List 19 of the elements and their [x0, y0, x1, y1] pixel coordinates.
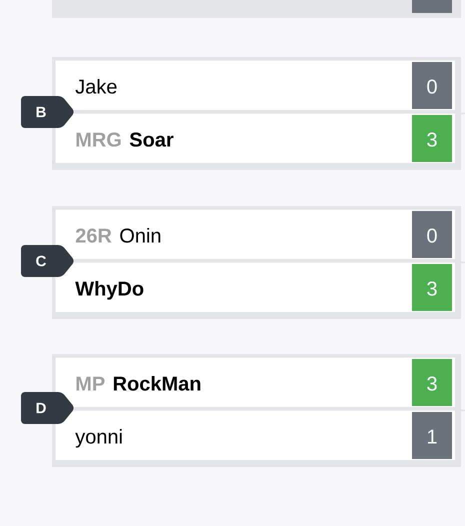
- score: 1: [428, 430, 437, 444]
- round-badge: B: [21, 96, 74, 128]
- score: 0: [427, 228, 437, 243]
- score: 3: [427, 376, 437, 391]
- player-name: WhyDo: [75, 281, 144, 300]
- round-badge: D: [21, 392, 74, 424]
- player-name: RockMan: [114, 376, 200, 391]
- player-name: Onin: [120, 228, 160, 243]
- player-name: Jake: [76, 79, 117, 94]
- team-tag: MP: [76, 376, 105, 390]
- score: 3: [427, 282, 437, 296]
- score: 3: [427, 132, 437, 147]
- team-tag: MRG: [76, 132, 121, 147]
- team-tag: 26R: [76, 228, 112, 243]
- round-badge: C: [21, 245, 74, 277]
- player-name: Soar: [130, 132, 174, 147]
- score: 0: [427, 80, 437, 94]
- player-name: yonni: [75, 429, 122, 448]
- match-card: [52, 0, 461, 18]
